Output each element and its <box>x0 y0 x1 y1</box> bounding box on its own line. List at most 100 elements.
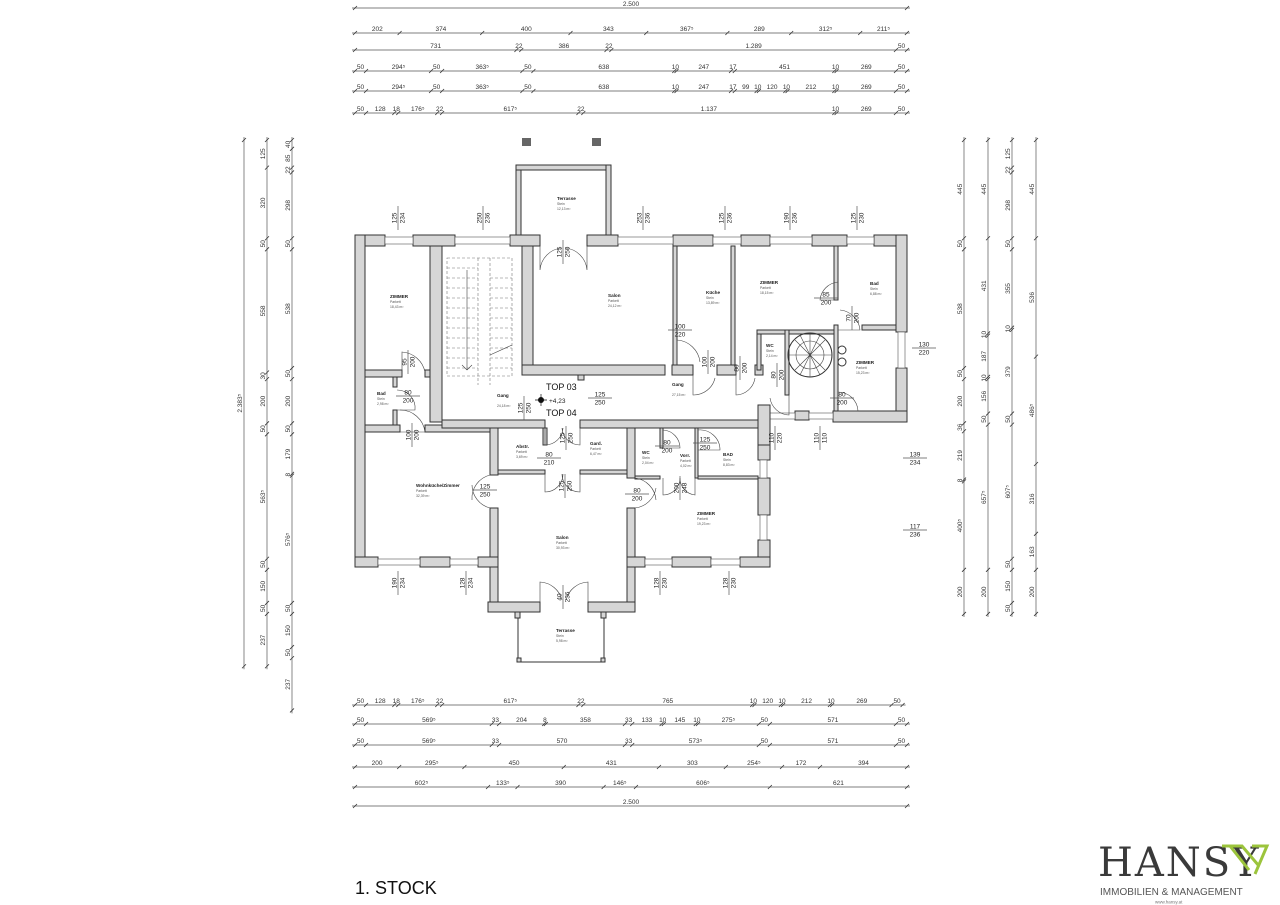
dimension-tick <box>725 30 730 36</box>
svg-text:Parkett: Parkett <box>608 299 619 303</box>
dimension-tick <box>893 68 899 74</box>
dimension-tick <box>834 88 839 94</box>
dimension-tick <box>581 110 586 116</box>
dimension-tick <box>780 702 786 708</box>
wall <box>579 469 628 475</box>
svg-text:Parkett: Parkett <box>697 517 708 521</box>
dimension-tick <box>289 471 295 477</box>
dimension-label: 617⁵ <box>504 106 518 113</box>
wall <box>740 234 771 247</box>
wall <box>441 419 546 429</box>
svg-text:2,98 m²: 2,98 m² <box>377 402 389 406</box>
dimension-tick <box>568 30 573 36</box>
dimension-tick <box>352 803 358 809</box>
opening-width: 253 <box>637 212 644 223</box>
dimension-label: 10 <box>783 84 791 91</box>
opening-width: 95 <box>402 358 409 366</box>
kitchen-hob-icon <box>837 357 847 367</box>
dimension-chain: 2.383⁵ <box>237 137 247 670</box>
wall <box>489 427 499 476</box>
opening-width: 128 <box>460 577 467 588</box>
dimension-tick <box>428 68 434 74</box>
dimension-tick <box>363 110 369 116</box>
opening-height: 248 <box>682 482 689 493</box>
dimension-label: 10 <box>672 64 680 71</box>
dimension-label: 50 <box>285 604 292 612</box>
dimension-tick <box>520 68 525 74</box>
dimension-label: 30 <box>260 372 267 380</box>
dimension-tick <box>834 110 839 116</box>
window <box>710 558 741 566</box>
dimension-tick <box>1009 170 1015 175</box>
opening-height: 200 <box>821 300 832 307</box>
dimension-label: 22 <box>577 698 585 705</box>
dimension-label: 394 <box>858 760 869 767</box>
dimension-label: 275⁵ <box>722 717 736 724</box>
dimension-tick <box>749 702 755 708</box>
dimension-tick <box>363 88 369 94</box>
wall <box>794 410 810 421</box>
opening-width: 80 <box>734 364 741 372</box>
dimension-label: 50 <box>1005 240 1012 248</box>
window <box>454 236 511 245</box>
dimension-tick <box>479 30 485 36</box>
dimension-label: 386 <box>558 43 569 50</box>
opening-width: 80 <box>663 440 671 447</box>
wall <box>477 556 499 568</box>
dimension-label: 200 <box>1029 586 1036 597</box>
opening-width: 117 <box>910 524 921 531</box>
dimension-label: 374 <box>435 26 446 33</box>
svg-text:Terrasse: Terrasse <box>557 196 576 201</box>
staircase <box>446 257 513 385</box>
svg-text:12,13 m²: 12,13 m² <box>557 207 571 211</box>
dimension-tick <box>489 721 495 727</box>
dimension-label: 765 <box>662 698 673 705</box>
opening-height: 200 <box>854 312 861 323</box>
wall <box>757 477 771 516</box>
dimension-tick <box>264 370 270 375</box>
dimension-tick <box>289 432 295 437</box>
dimension-tick <box>889 702 894 708</box>
dimension-tick <box>352 30 358 36</box>
wall <box>509 234 541 247</box>
dimension-label: 33 <box>625 738 633 745</box>
svg-text:24,18 m²: 24,18 m² <box>497 404 511 408</box>
dimension-label: 569⁵ <box>422 738 436 745</box>
dimension-label: 50 <box>357 698 365 705</box>
dimension-tick <box>985 333 991 338</box>
svg-text:ZIMMER: ZIMMER <box>760 280 779 285</box>
wall <box>577 374 585 381</box>
dimension-tick <box>289 365 295 371</box>
wall <box>521 364 666 376</box>
dimension-tick <box>434 702 440 708</box>
dimension-tick <box>289 146 295 152</box>
dimension-label: 128 <box>375 698 386 705</box>
dimension-label: 22 <box>436 698 444 705</box>
dimension-tick <box>695 721 701 727</box>
opening-width: 85 <box>822 292 830 299</box>
dimension-tick <box>289 644 295 650</box>
unit-label-top04: TOP 04 <box>546 408 577 418</box>
dimension-tick <box>439 88 445 94</box>
svg-text:Stein: Stein <box>556 634 564 638</box>
opening-width: 200 <box>674 482 681 493</box>
dimension-tick <box>352 721 358 727</box>
opening-width: 125 <box>719 212 726 223</box>
svg-text:WC: WC <box>642 450 650 455</box>
dimension-tick <box>352 5 358 11</box>
wall <box>697 475 759 480</box>
dimension-tick <box>289 247 295 252</box>
wall <box>626 556 646 568</box>
opening-height: 234 <box>400 577 407 588</box>
dimension-label: 50 <box>761 738 769 745</box>
dimension-label: 50 <box>898 717 906 724</box>
dimension-label: 289 <box>754 26 765 33</box>
opening-width: 110 <box>769 432 776 443</box>
dimension-label: 10 <box>1005 325 1012 333</box>
